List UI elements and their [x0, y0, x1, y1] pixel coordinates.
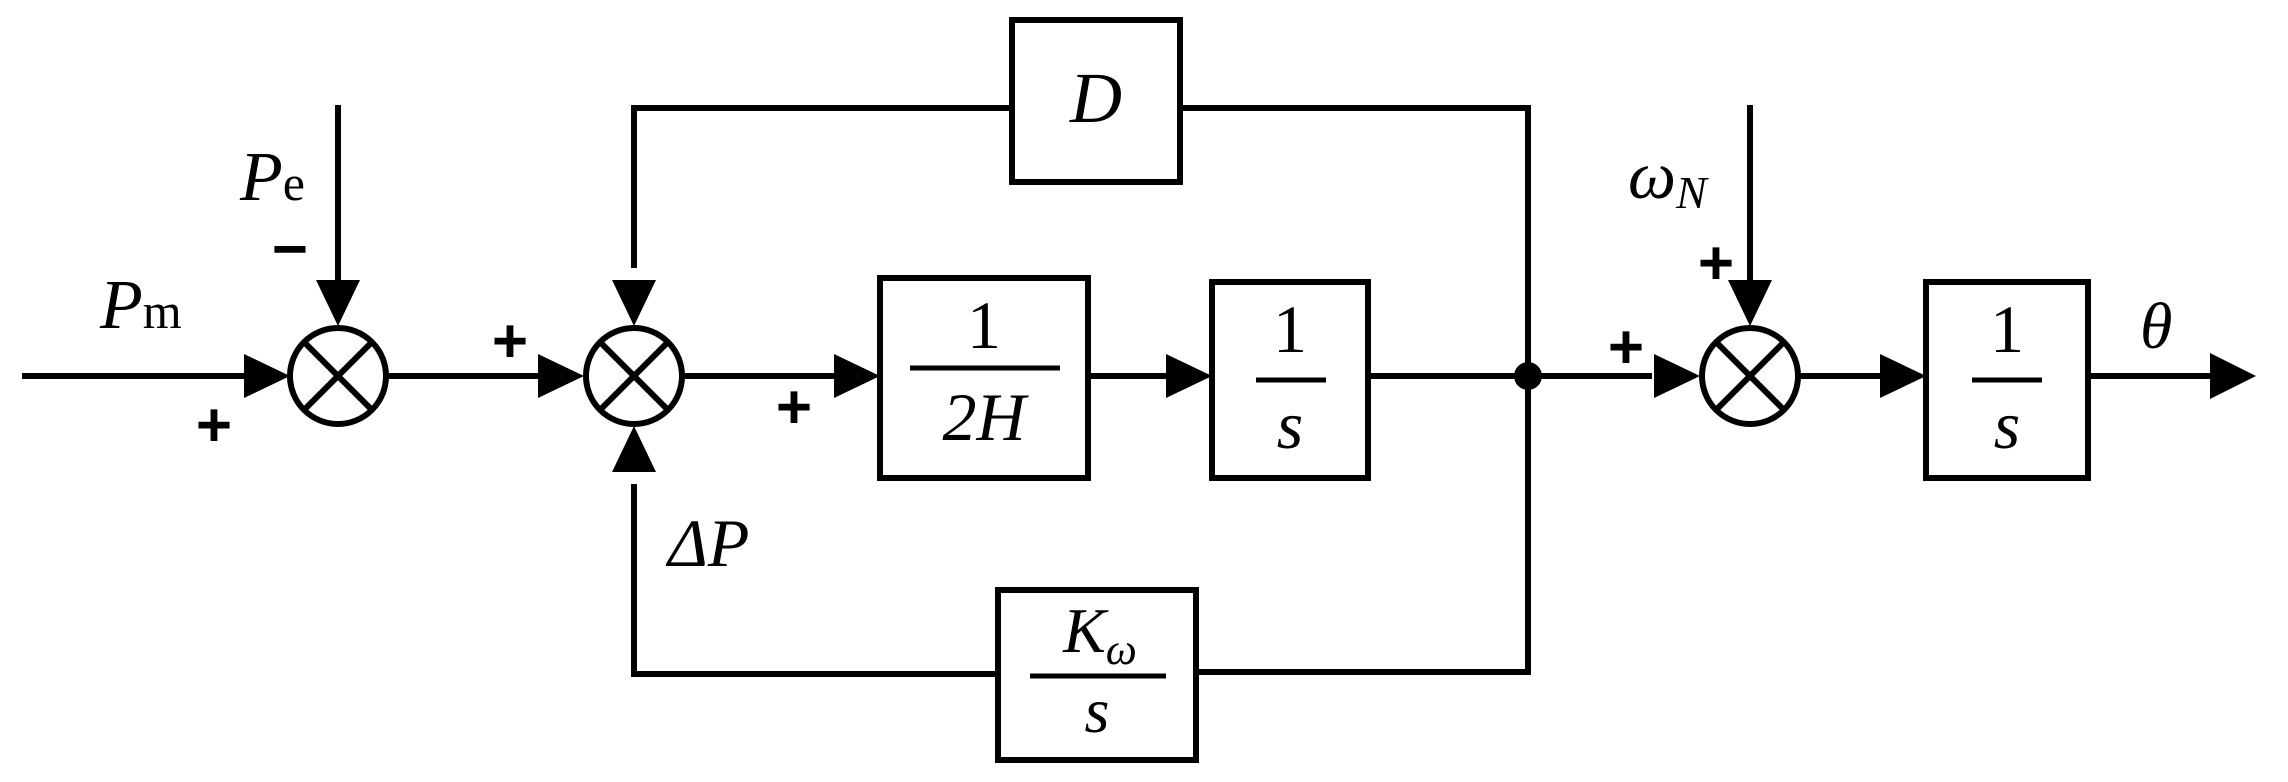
theta-label: θ: [2140, 290, 2172, 363]
inertia-denominator: 2H: [942, 379, 1029, 455]
arrowhead: [612, 280, 656, 326]
droop-denominator: s: [1085, 675, 1110, 746]
arrowhead: [1166, 354, 1212, 398]
arrowhead: [244, 354, 290, 398]
delta-p-label: ΔP: [665, 505, 749, 581]
pm-label: Pm: [99, 267, 182, 344]
damping-output-wire: [631, 105, 1012, 268]
inertia-numerator: 1: [967, 287, 1001, 363]
arrowhead: [538, 354, 584, 398]
damping-label: D: [1069, 58, 1122, 138]
summing-junction-1: [287, 325, 389, 427]
plus-sign: +: [492, 307, 528, 376]
plus-sign: +: [776, 373, 812, 442]
pe-label: Pe: [239, 139, 305, 216]
arrowhead: [1880, 354, 1926, 398]
inertia-block: 1 2H: [877, 275, 1091, 481]
arrowhead: [834, 354, 880, 398]
arrowhead: [2210, 353, 2256, 399]
omega-n-label: ωN: [1628, 137, 1709, 218]
droop-numerator: Kω: [1062, 595, 1137, 674]
droop-block: Kω s: [995, 587, 1199, 763]
integrator1-denominator: s: [1277, 387, 1303, 463]
arrowhead: [316, 280, 360, 326]
junction-dot: [1514, 362, 1542, 390]
plus-sign: +: [196, 391, 232, 460]
plus-sign: +: [1608, 313, 1644, 382]
arrowhead: [1654, 354, 1700, 398]
integrator2-denominator: s: [1994, 387, 2020, 463]
integrator1-numerator: 1: [1273, 291, 1307, 367]
damping-feedback-wire: [1180, 105, 1531, 376]
integrator2-numerator: 1: [1990, 291, 2024, 367]
arrowhead: [612, 426, 656, 472]
summing-junction-2: [583, 325, 685, 427]
summing-junction-3: [1699, 325, 1801, 427]
plus-sign: +: [1698, 229, 1734, 298]
integrator-block-2: 1 s: [1923, 279, 2091, 481]
damping-block: D: [1009, 17, 1183, 185]
arrowhead: [1728, 280, 1772, 326]
droop-feedback-wire: [1195, 376, 1531, 675]
minus-sign: −: [272, 215, 308, 284]
integrator-block-1: 1 s: [1209, 279, 1371, 481]
droop-output-wire: [631, 484, 998, 677]
